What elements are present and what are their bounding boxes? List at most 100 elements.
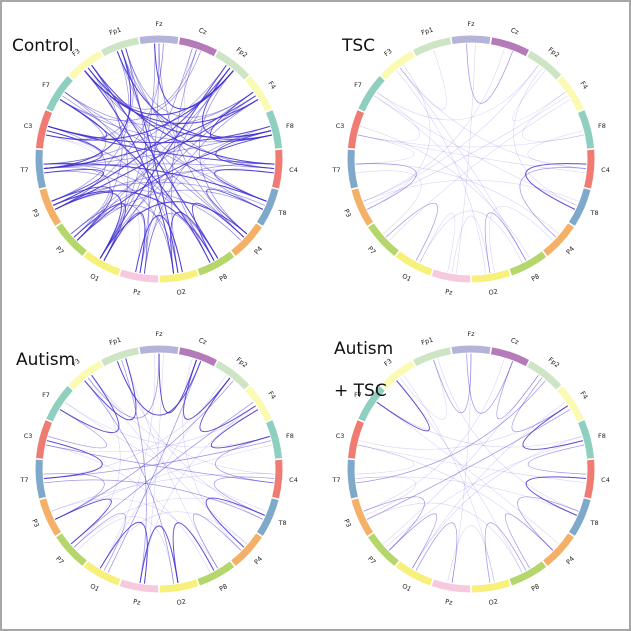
- links: [43, 353, 275, 584]
- electrode-label-f7: F7: [354, 81, 362, 89]
- ring-segment-p7: [368, 533, 399, 566]
- link-f3-p3: [366, 65, 431, 210]
- link-t8-t7: [44, 479, 264, 520]
- link-pz-c3: [45, 134, 140, 273]
- ring-segment-t7: [347, 149, 358, 189]
- electrode-label-fp1: Fp1: [108, 336, 122, 347]
- ring-segment-c4: [584, 459, 595, 499]
- link-f7-p8: [374, 95, 527, 261]
- electrode-label-f7: F7: [42, 81, 50, 89]
- panel-title-tsc: TSC: [342, 15, 375, 57]
- links: [355, 43, 587, 274]
- ring-segment-p4: [543, 223, 574, 256]
- link-t8-p7: [76, 189, 264, 241]
- ring-segment-t8: [568, 188, 591, 226]
- link-pz-p7: [70, 204, 147, 274]
- panel-title-autism: Autism: [16, 329, 75, 371]
- link-t8-p7: [73, 497, 265, 548]
- link-t8-p4: [517, 496, 579, 551]
- electrode-label-t7: T7: [331, 476, 340, 484]
- link-fp1-fz: [433, 353, 472, 414]
- panel-title-line1: Control: [12, 36, 74, 56]
- link-pz-o1: [415, 522, 458, 583]
- link-f3-fp1: [84, 358, 137, 421]
- link-f8-c3: [357, 134, 585, 148]
- electrode-label-fz: Fz: [155, 20, 163, 28]
- ring-segment-o2: [159, 269, 199, 283]
- link-p4-o2: [488, 206, 554, 273]
- link-c4-t8: [525, 476, 587, 516]
- link-p3-t7: [43, 473, 105, 520]
- link-fp1-cz: [116, 361, 202, 416]
- ring-segment-fp1: [412, 37, 452, 57]
- link-f4-p7: [388, 99, 571, 241]
- ring-segment-cz: [490, 347, 530, 367]
- link-f4-p3: [366, 409, 571, 520]
- link-cz-fp2: [183, 359, 231, 420]
- ring-segment-f7: [46, 75, 73, 112]
- link-f3-fz: [87, 353, 160, 419]
- link-p7-f8: [385, 440, 584, 548]
- link-f3-c4: [91, 64, 275, 165]
- link-p4-c3: [45, 134, 242, 241]
- electrode-label-f3: F3: [71, 47, 82, 58]
- link-p8-pz: [144, 213, 211, 274]
- electrode-label-fz: Fz: [467, 20, 475, 28]
- panel-title-control: Control: [12, 15, 73, 57]
- electrode-label-f7: F7: [42, 391, 50, 399]
- link-t8-p3: [53, 181, 265, 206]
- link-p8-o2: [170, 211, 219, 274]
- link-c4-t7: [43, 163, 275, 169]
- ring-segment-f4: [245, 75, 272, 112]
- ring-segment-f8: [265, 420, 283, 459]
- link-f4-o1: [411, 401, 566, 569]
- ring-segment-pz: [119, 269, 159, 283]
- link-f8-pz: [139, 130, 272, 273]
- electrode-label-cz: Cz: [510, 336, 521, 346]
- link-fz-cz: [466, 43, 514, 104]
- link-cz-fp2: [496, 361, 539, 420]
- electrode-label-p8: P8: [218, 272, 229, 283]
- ring-segment-f3: [380, 50, 415, 80]
- link-o1-p7: [73, 512, 126, 571]
- link-o2-f7: [64, 91, 183, 273]
- link-t8-f7: [64, 91, 267, 202]
- ring-segment-p7: [368, 223, 399, 256]
- electrode-label-f4: F4: [266, 80, 277, 91]
- link-fp2-t7: [356, 380, 546, 484]
- link-t8-p3: [363, 179, 579, 202]
- electrode-label-fz: Fz: [467, 330, 475, 338]
- electrode-label-c3: C3: [24, 122, 33, 130]
- ring-segment-f3: [68, 360, 103, 390]
- electrode-label-p4: P4: [565, 245, 576, 256]
- ring-segment-o2: [471, 579, 511, 593]
- link-t8-f7: [374, 95, 577, 206]
- electrode-label-p3: P3: [342, 208, 353, 219]
- link-p4-p3: [54, 189, 242, 241]
- ring-segment-c3: [347, 420, 365, 459]
- electrode-label-f8: F8: [598, 432, 606, 440]
- ring-segment-f8: [577, 110, 595, 149]
- electrode-label-o2: O2: [176, 597, 186, 606]
- ring-segment-f8: [577, 420, 595, 459]
- link-cz-f7: [59, 51, 202, 122]
- link-cz-t8: [184, 48, 264, 210]
- link-f4-c3: [358, 405, 568, 450]
- panel-title-autism-tsc: Autism + TSC: [334, 318, 393, 402]
- electrode-label-p4: P4: [565, 555, 576, 566]
- electrode-label-o1: O1: [89, 582, 101, 593]
- link-f4-p3: [54, 99, 259, 210]
- ring-segment-fp1: [412, 347, 452, 367]
- ring-segment-p4: [543, 533, 574, 566]
- link-fz-cz: [466, 353, 514, 414]
- link-t7-c3: [355, 444, 414, 475]
- link-p8-o2: [484, 212, 527, 273]
- ring-segment-fp1: [100, 37, 140, 57]
- ring-segment-f3: [68, 50, 103, 80]
- ring-segment-fz: [451, 345, 491, 354]
- electrode-label-p3: P3: [30, 518, 41, 529]
- link-p8-o2: [172, 522, 215, 583]
- electrode-label-pz: Pz: [133, 288, 142, 297]
